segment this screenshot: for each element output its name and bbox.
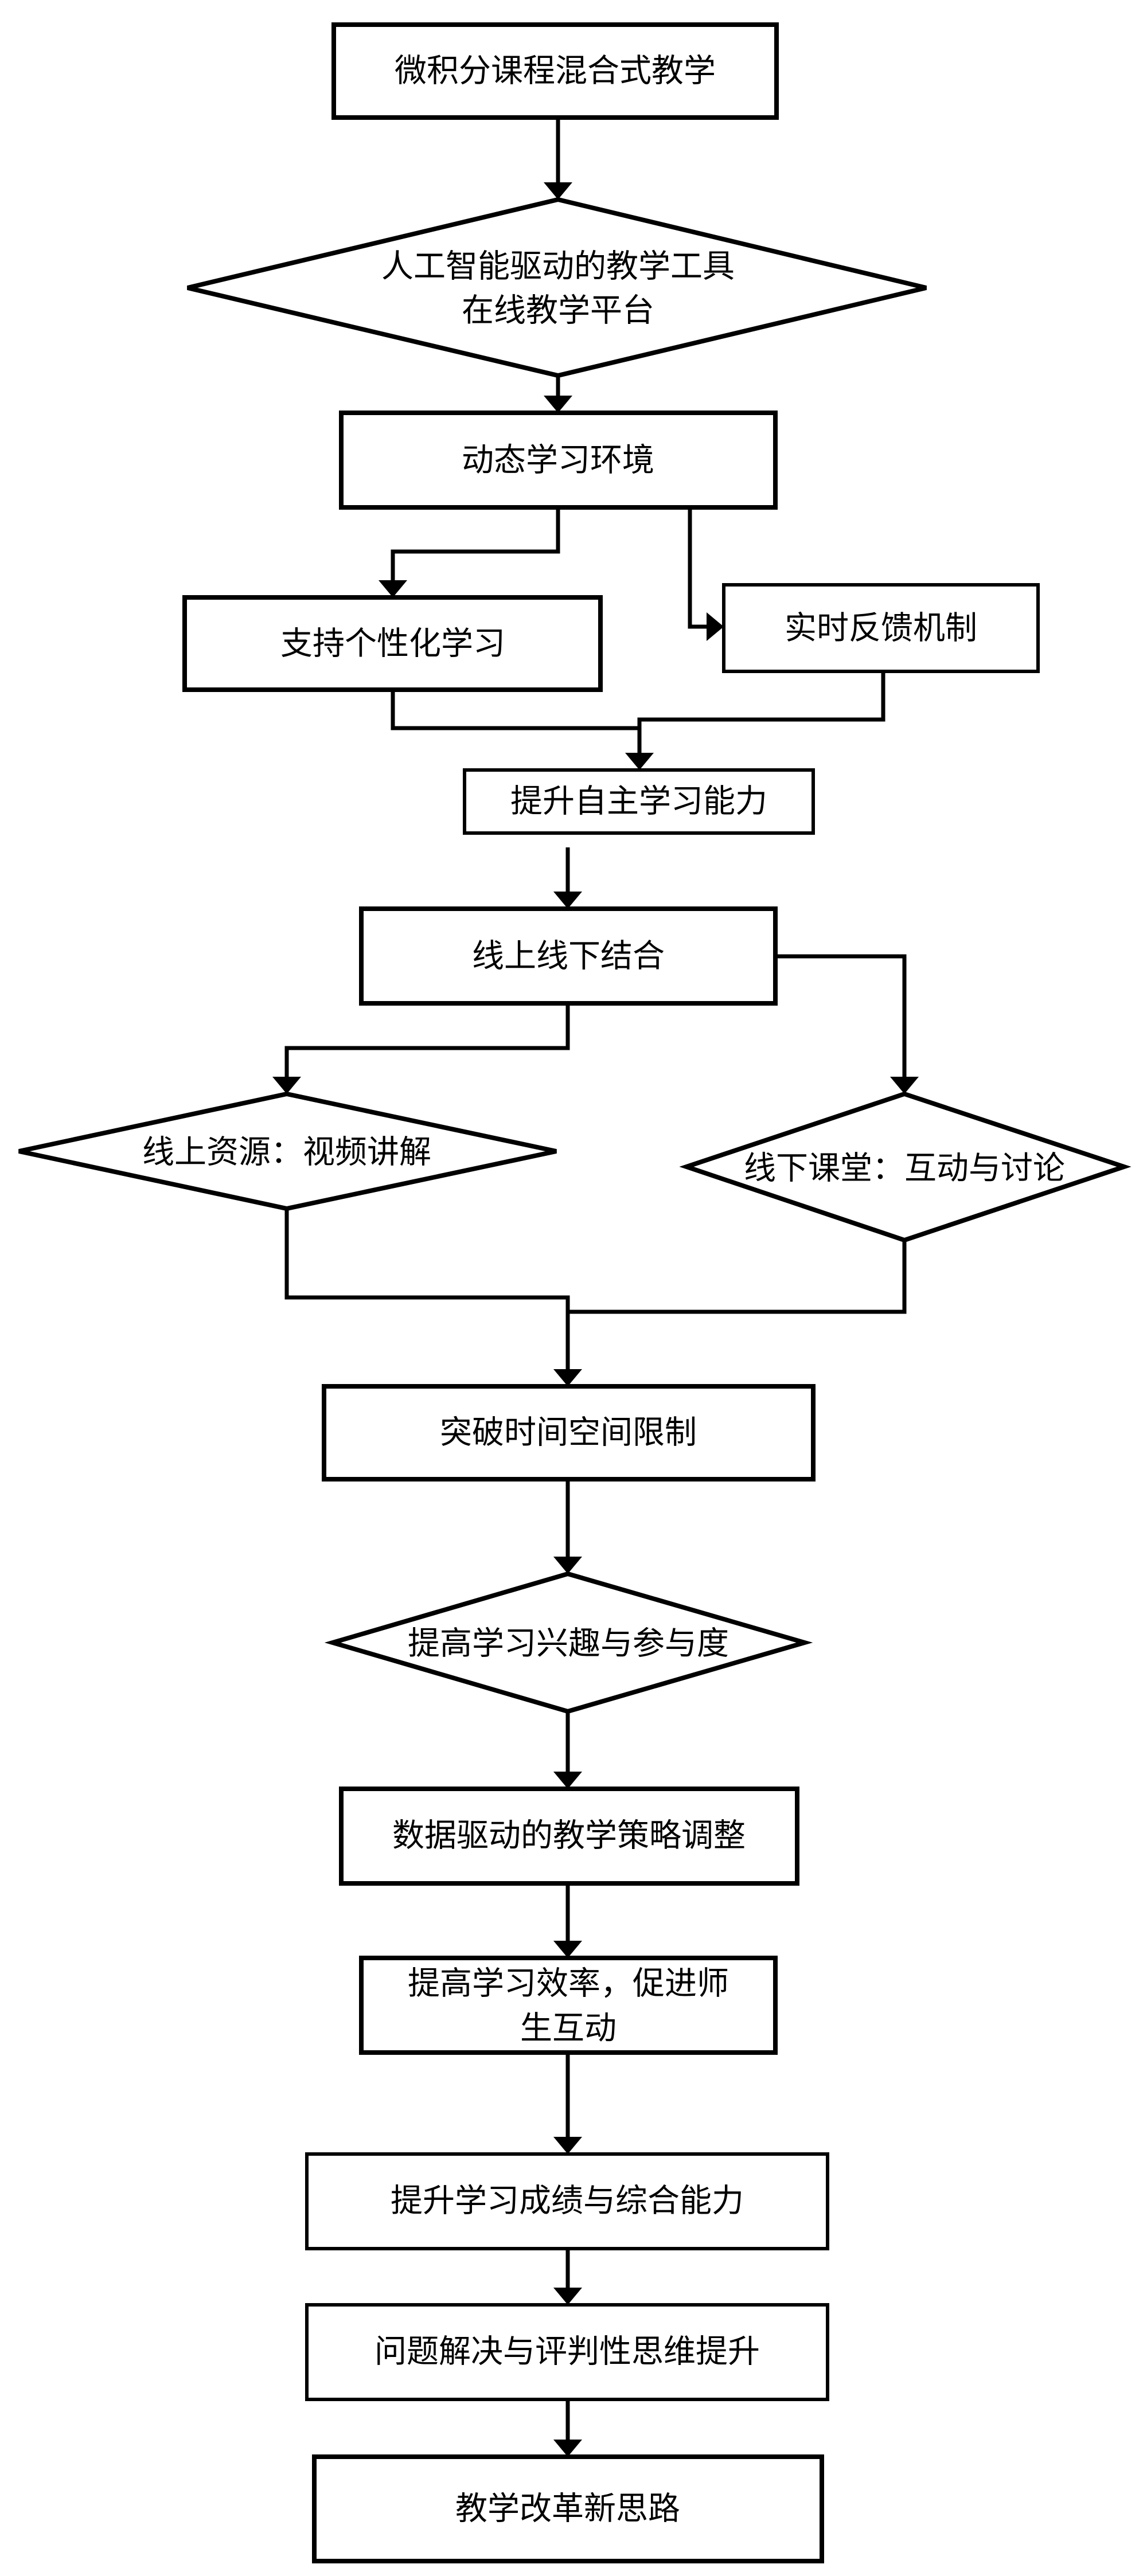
node-label: 动态学习环境 bbox=[462, 442, 654, 479]
process-box bbox=[182, 595, 603, 692]
node-label-line1: 提高学习效率，促进师 bbox=[408, 1965, 729, 2003]
process-box bbox=[339, 411, 778, 510]
process-box bbox=[322, 1384, 816, 1482]
node-autonomy: 提升自主学习能力 bbox=[463, 768, 815, 835]
decision-diamond bbox=[324, 1571, 813, 1714]
node-label: 提升学习成绩与综合能力 bbox=[391, 2183, 744, 2220]
edge-dynamic-env-to-feedback bbox=[688, 507, 707, 629]
process-box bbox=[722, 583, 1040, 673]
process-box bbox=[359, 1956, 778, 2055]
node-start: 微积分课程混合式教学 bbox=[331, 22, 779, 120]
edge-offline-to-break-limits bbox=[565, 1240, 907, 1369]
arrowhead bbox=[553, 892, 582, 909]
process-box bbox=[305, 2152, 829, 2250]
node-dynamic-env: 动态学习环境 bbox=[339, 411, 778, 510]
arrowhead bbox=[379, 580, 407, 597]
node-label: 提升自主学习能力 bbox=[510, 783, 767, 820]
node-offline-class: 线下课堂：互动与讨论 bbox=[679, 1091, 1132, 1243]
arrowhead bbox=[544, 182, 572, 200]
process-box bbox=[339, 1787, 799, 1886]
node-label: 突破时间空间限制 bbox=[440, 1414, 697, 1452]
arrowhead bbox=[553, 2137, 582, 2154]
node-label: 教学改革新思路 bbox=[455, 2491, 680, 2528]
process-box bbox=[359, 906, 778, 1006]
node-interest: 提高学习兴趣与参与度 bbox=[324, 1571, 813, 1714]
edge-blended-to-offline bbox=[775, 954, 907, 1077]
node-personalized: 支持个性化学习 bbox=[182, 595, 603, 692]
decision-diamond bbox=[187, 197, 927, 378]
node-data-driven: 数据驱动的教学策略调整 bbox=[339, 1787, 799, 1886]
node-label-line2: 生互动 bbox=[520, 2010, 617, 2047]
arrowhead bbox=[553, 1772, 582, 1789]
node-reform: 教学改革新思路 bbox=[312, 2454, 824, 2563]
node-label-line1: 人工智能驱动的教学工具 bbox=[381, 248, 735, 286]
node-ai-tools: 人工智能驱动的教学工具 在线教学平台 bbox=[187, 197, 927, 378]
node-label: 线上资源：视频讲解 bbox=[142, 1134, 431, 1171]
process-box bbox=[305, 2303, 829, 2401]
decision-diamond bbox=[679, 1091, 1132, 1243]
arrowhead bbox=[272, 1077, 301, 1094]
edge-feedback-to-autonomy bbox=[637, 671, 885, 753]
process-box bbox=[312, 2454, 824, 2563]
node-label-line2: 在线教学平台 bbox=[462, 292, 654, 330]
node-efficiency: 提高学习效率，促进师 生互动 bbox=[359, 1956, 778, 2055]
edge-personalized-to-autonomy bbox=[391, 690, 642, 753]
edge-blended-to-online bbox=[284, 1003, 570, 1077]
process-box bbox=[463, 768, 815, 835]
arrowhead bbox=[625, 753, 654, 770]
node-label: 线上线下结合 bbox=[472, 938, 665, 975]
arrowhead bbox=[553, 1557, 582, 1574]
node-realtime-feedback: 实时反馈机制 bbox=[722, 583, 1040, 673]
node-label: 问题解决与评判性思维提升 bbox=[374, 2333, 760, 2371]
node-online-resources: 线上资源：视频讲解 bbox=[18, 1091, 557, 1211]
node-label: 提高学习兴趣与参与度 bbox=[408, 1625, 729, 1663]
node-blended: 线上线下结合 bbox=[359, 906, 778, 1006]
arrowhead bbox=[553, 2288, 582, 2305]
node-label: 数据驱动的教学策略调整 bbox=[392, 1817, 746, 1855]
arrowhead bbox=[890, 1077, 919, 1094]
node-grades: 提升学习成绩与综合能力 bbox=[305, 2152, 829, 2250]
process-box bbox=[331, 22, 779, 120]
edges bbox=[272, 118, 919, 2457]
node-label: 微积分课程混合式教学 bbox=[395, 53, 716, 90]
edge-online-to-break-limits bbox=[284, 1209, 570, 1369]
arrowhead bbox=[544, 396, 572, 413]
arrowhead bbox=[553, 2440, 582, 2457]
arrowhead bbox=[553, 1369, 582, 1386]
edge-dynamic-env-to-personalized bbox=[391, 507, 560, 580]
node-label: 线下课堂：互动与讨论 bbox=[744, 1150, 1065, 1187]
node-critical-thinking: 问题解决与评判性思维提升 bbox=[305, 2303, 829, 2401]
arrowhead bbox=[553, 1941, 582, 1958]
node-label: 实时反馈机制 bbox=[785, 610, 977, 647]
node-label: 支持个性化学习 bbox=[280, 626, 505, 663]
node-break-limits: 突破时间空间限制 bbox=[322, 1384, 816, 1482]
decision-diamond bbox=[18, 1091, 557, 1211]
arrowhead bbox=[707, 612, 724, 641]
